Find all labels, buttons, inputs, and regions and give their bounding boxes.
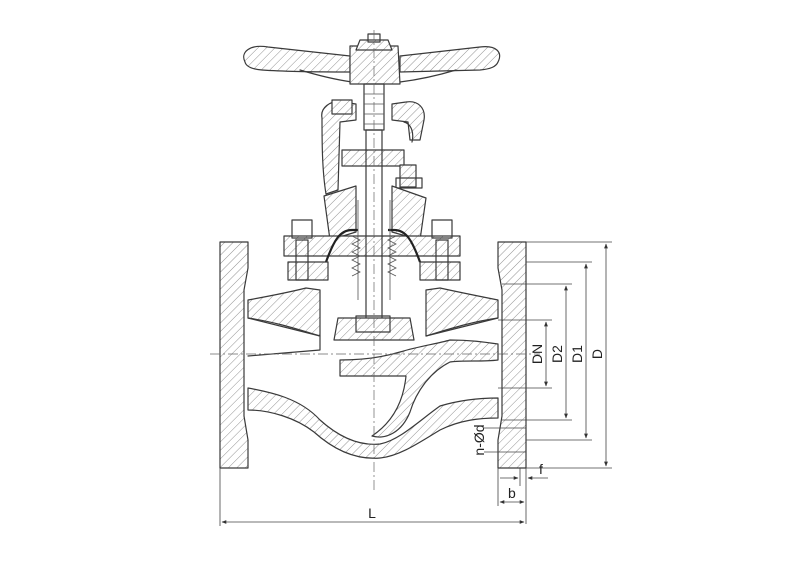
disc [333,315,415,341]
bonnet-bolts [291,219,453,281]
valve-body [219,241,527,469]
center-lines [210,30,540,490]
label-d2: D2 [549,345,565,363]
label-dn: DN [529,344,545,364]
bonnet [283,185,461,281]
dimension-lines [219,241,612,526]
label-f: f [539,461,543,477]
handwheel [243,45,501,85]
label-d: D [589,349,605,359]
label-b: b [508,485,516,501]
label-d1: D1 [569,345,585,363]
label-bolt-holes: n-Ød [471,424,487,455]
yoke [321,99,425,195]
label-l: L [368,505,376,521]
